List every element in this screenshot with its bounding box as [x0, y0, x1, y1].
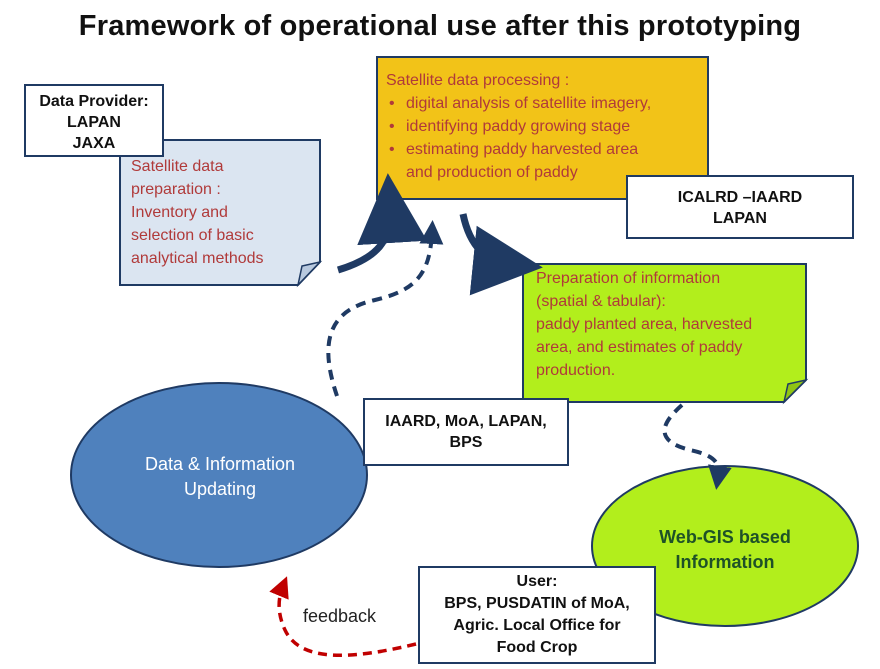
- satellite-prep-text: Satellite data preparation : Inventory a…: [131, 155, 311, 270]
- preparation-info-line: (spatial & tabular):: [536, 293, 666, 310]
- satellite-processing-bullets: digital analysis of satellite imagery, i…: [386, 92, 704, 161]
- satellite-prep-line: analytical methods: [131, 250, 264, 267]
- processing-to-info-arrow: [459, 213, 543, 296]
- satellite-processing-bullet: identifying paddy growing stage: [386, 115, 704, 138]
- webgis-line: Web-GIS based: [659, 527, 791, 547]
- user-line: BPS, PUSDATIN of MoA,: [444, 595, 630, 612]
- updating-ellipse-shape: [70, 382, 368, 568]
- user-line: Agric. Local Office for: [453, 617, 621, 634]
- satellite-prep-line: preparation :: [131, 181, 221, 198]
- info-to-webgis-dashed-arrow: [662, 403, 732, 490]
- data-provider-label: Data Provider:: [39, 93, 149, 110]
- satellite-processing-bullet: estimating paddy harvested area: [386, 138, 704, 161]
- satellite-prep-line: selection of basic: [131, 227, 254, 244]
- data-provider-lapan: LAPAN: [67, 114, 121, 131]
- icalrd-box: ICALRD –IAARD LAPAN: [626, 175, 854, 239]
- icalrd-line: ICALRD –IAARD: [677, 189, 803, 206]
- iaard-box: IAARD, MoA, LAPAN, BPS: [363, 398, 569, 466]
- prep-to-processing-arrow: [336, 173, 428, 274]
- bps-line: BPS: [449, 434, 483, 451]
- iaard-line: IAARD, MoA, LAPAN,: [385, 413, 547, 430]
- webgis-label: Web-GIS based Information: [618, 525, 832, 575]
- lapan-line: LAPAN: [713, 210, 767, 227]
- data-provider-jaxa: JAXA: [72, 135, 116, 152]
- satellite-processing-bullet: digital analysis of satellite imagery,: [386, 92, 704, 115]
- user-box: User: BPS, PUSDATIN of MoA, Agric. Local…: [418, 566, 656, 664]
- user-line: Food Crop: [496, 639, 578, 656]
- preparation-info-line: area, and estimates of paddy: [536, 339, 743, 356]
- preparation-info-note-shape: [522, 263, 809, 405]
- user-label: User:: [516, 573, 558, 590]
- feedback-label: feedback: [303, 606, 377, 626]
- diagram-title: Framework of operational use after this …: [78, 10, 802, 42]
- updating-line: Data & Information: [144, 454, 296, 474]
- feedback-dashed-arrow: [269, 576, 417, 657]
- updating-to-processing-dashed-arrow: [326, 220, 444, 397]
- satellite-processing-heading: Satellite data processing :: [386, 72, 570, 89]
- updating-line: Updating: [183, 479, 257, 499]
- satellite-processing-continuation: and production of paddy: [406, 164, 578, 181]
- data-provider-box: Data Provider: LAPAN JAXA: [24, 84, 164, 157]
- preparation-info-line: paddy planted area, harvested: [536, 316, 753, 333]
- satellite-prep-note-shape: [119, 139, 323, 288]
- updating-label: Data & Information Updating: [100, 452, 340, 502]
- satellite-processing-text: Satellite data processing : digital anal…: [386, 69, 704, 184]
- satellite-prep-line: Satellite data: [131, 158, 224, 175]
- webgis-line: Information: [675, 552, 775, 572]
- preparation-info-line: Preparation of information: [536, 270, 721, 287]
- preparation-info-line: production.: [536, 362, 616, 379]
- satellite-prep-line: Inventory and: [131, 204, 228, 221]
- preparation-info-text: Preparation of information (spatial & ta…: [536, 267, 801, 382]
